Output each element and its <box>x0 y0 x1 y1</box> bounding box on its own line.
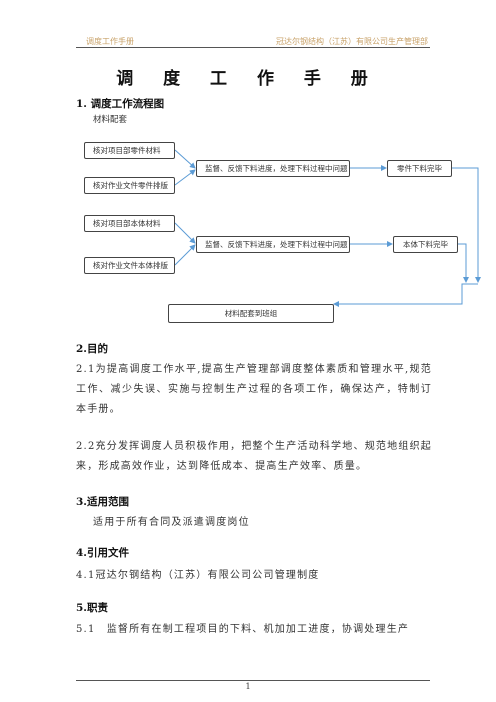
flow-box-body-cut-complete: 本体下料完毕 <box>393 236 458 253</box>
flow-box-label: 核对项目部本体材料 <box>93 219 161 228</box>
flow-box-label: 零件下料完毕 <box>397 164 442 173</box>
section-5-heading: 5.职责 <box>76 602 108 614</box>
flow-box-monitor-cutting-2: 监督、反馈下料进度，处理下料过程中问题 <box>196 236 350 253</box>
section-2-paragraph-1: 2.1为提高调度工作水平,提高生产管理部调度整体素质和管理水平,规范工作、减少失… <box>76 364 432 415</box>
page-title: 调 度 工 作 手 册 <box>116 69 380 89</box>
flow-box-label: 监督、反馈下料进度，处理下料过程中问题 <box>205 240 348 249</box>
section-5-paragraph-1: 5.1 监督所有在制工程项目的下料、机加加工进度，协调处理生产 <box>76 624 410 635</box>
section-4-heading: 4.引用文件 <box>76 547 129 559</box>
page-number: 1 <box>245 682 251 691</box>
section-4-paragraph-1: 4.1冠达尔钢结构（江苏）有限公司公司管理制度 <box>76 570 320 581</box>
section-2-paragraph-2: 2.2充分发挥调度人员积极作用，把整个生产活动科学地、规范地组织起来，形成高效作… <box>76 441 432 472</box>
flow-box-check-part-layout: 核对作业文件零件排版 <box>84 177 175 194</box>
section-1-heading: 1. 调度工作流程图 <box>76 98 165 110</box>
section-3-heading: 3.适用范围 <box>76 496 129 508</box>
flow-box-label: 核对作业文件零件排版 <box>93 181 168 190</box>
flow-box-check-body-layout: 核对作业文件本体排版 <box>84 257 175 274</box>
section-2-heading: 2.目的 <box>76 343 108 355</box>
flow-box-label: 监督、反馈下料进度，处理下料过程中问题 <box>205 164 348 173</box>
flow-box-monitor-cutting-1: 监督、反馈下料进度，处理下料过程中问题 <box>196 160 350 177</box>
flow-box-parts-cut-complete: 零件下料完毕 <box>387 160 452 177</box>
header-rule <box>76 47 430 48</box>
flow-box-materials-to-team: 材料配套到班组 <box>168 304 334 323</box>
flow-box-label: 本体下料完毕 <box>403 240 448 249</box>
flow-box-check-body-materials: 核对项目部本体材料 <box>84 215 175 232</box>
flow-box-label: 核对项目部零件材料 <box>93 146 161 155</box>
footer-rule <box>76 680 430 681</box>
section-3-paragraph-1: 适用于所有合同及派遣调度岗位 <box>93 517 250 528</box>
flow-box-check-part-materials: 核对项目部零件材料 <box>84 142 175 159</box>
section-1-subheading: 材料配套 <box>93 115 128 125</box>
header-left-text: 调度工作手册 <box>86 37 134 46</box>
header-right-text: 冠达尔钢结构（江苏）有限公司生产管理部 <box>276 37 428 46</box>
flow-box-label: 材料配套到班组 <box>224 309 278 318</box>
flow-box-label: 核对作业文件本体排版 <box>93 261 168 270</box>
